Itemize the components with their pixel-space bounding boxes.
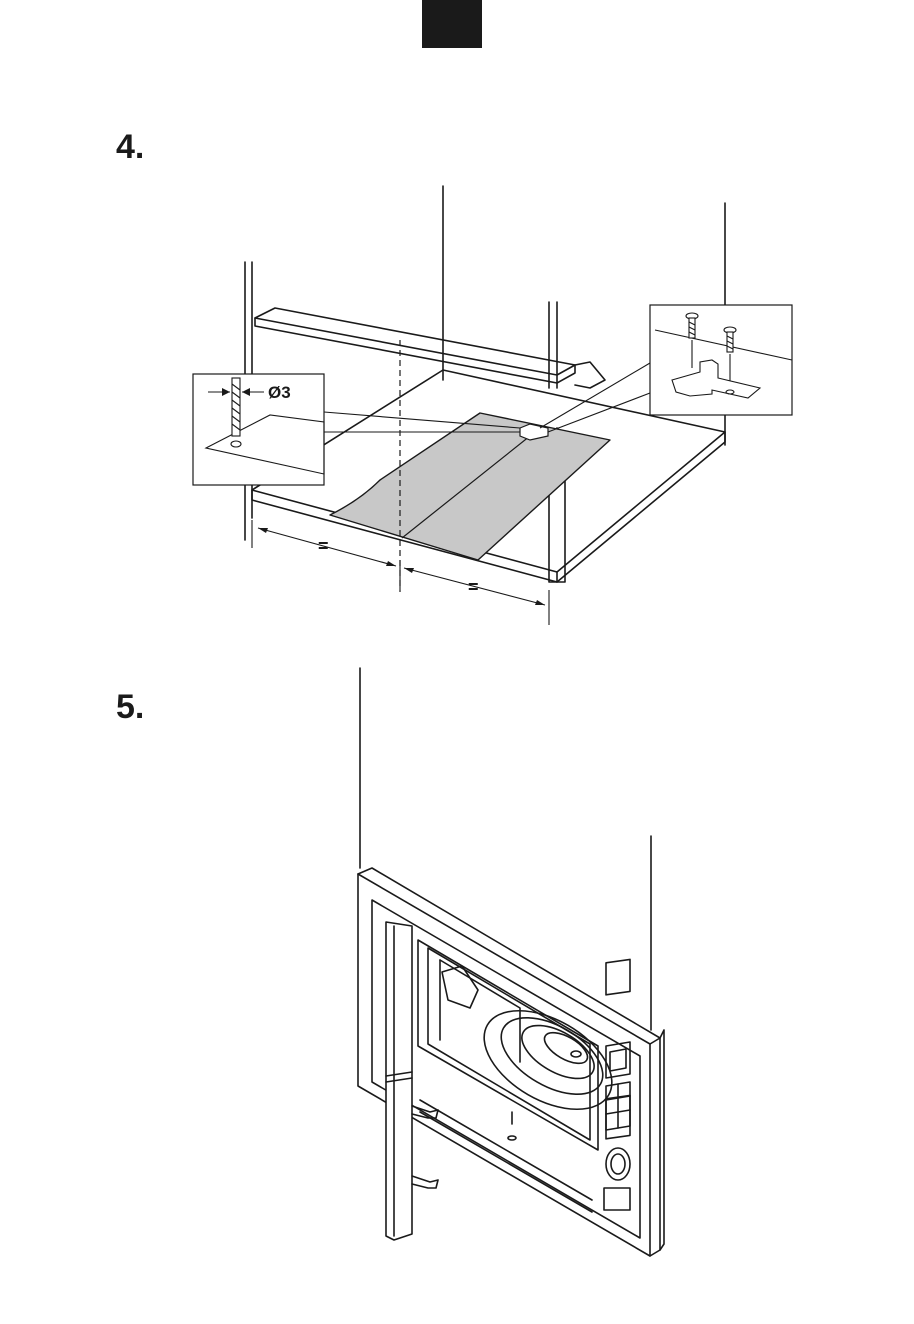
door-latch-lower bbox=[412, 1176, 438, 1188]
display-window bbox=[606, 959, 630, 994]
